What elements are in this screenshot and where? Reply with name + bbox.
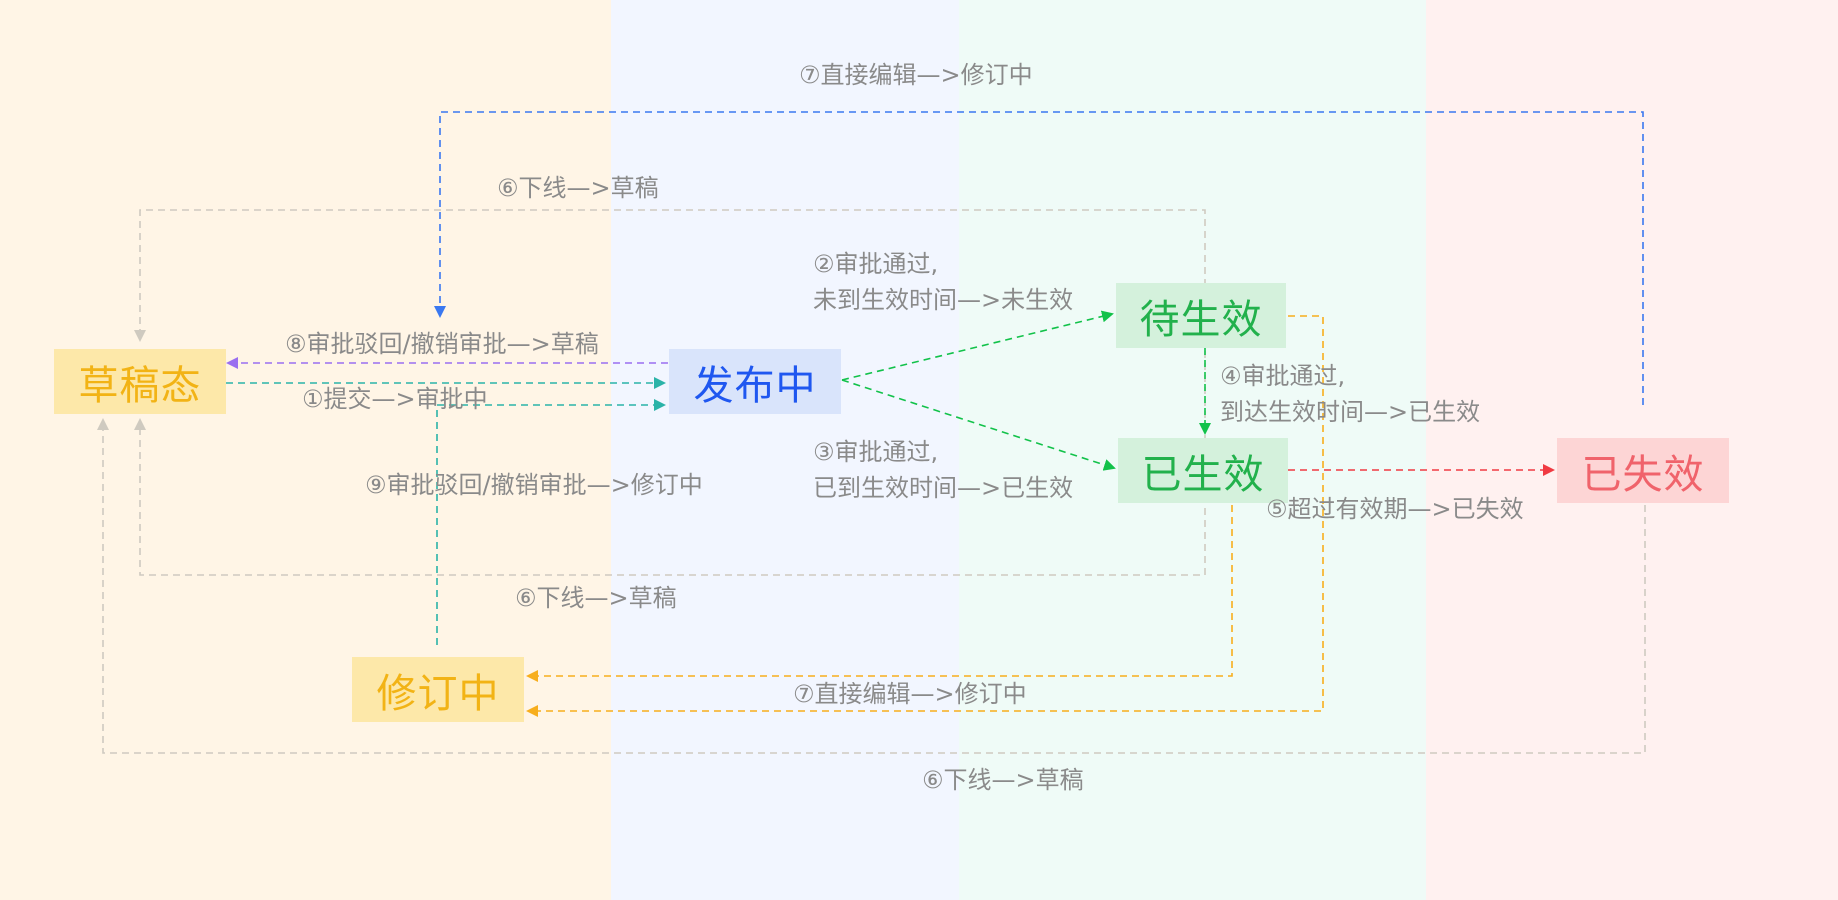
- draft-region-band: [0, 0, 611, 900]
- state-node-pending-label: 待生效: [1139, 296, 1263, 343]
- edge-approve-pending: [841, 310, 1114, 381]
- edge-edit-from-effective: [526, 505, 1233, 682]
- label-approve-pending-line2: 未到生效时间—>未生效: [813, 286, 1074, 314]
- state-node-effective-label: 已生效: [1141, 451, 1265, 498]
- label-approve-pending-line1: ②审批通过,: [813, 250, 939, 278]
- label-approve-effective-line2: 已到生效时间—>已生效: [813, 474, 1074, 502]
- label-offline-bottom: ⑥下线—>草稿: [922, 766, 1084, 794]
- label-expire: ⑤超过有效期—>已失效: [1266, 495, 1524, 523]
- state-node-revising-label: 修订中: [376, 670, 500, 717]
- edge-reject-revising: [436, 399, 666, 645]
- label-edit-bottom: ⑦直接编辑—>修订中: [793, 680, 1027, 708]
- label-pending-effective-line1: ④审批通过,: [1220, 362, 1346, 390]
- state-node-publishing[interactable]: 发布中: [669, 349, 841, 414]
- edge-edit-from-pending: [526, 315, 1324, 717]
- edge-edit-from-expired: [434, 111, 1644, 405]
- label-offline-middle: ⑥下线—>草稿: [515, 584, 677, 612]
- state-node-draft[interactable]: 草稿态: [54, 349, 226, 414]
- edge-offline-bottom: [97, 418, 1646, 754]
- label-approve-effective-line1: ③审批通过,: [813, 438, 939, 466]
- edge-offline-top: [134, 209, 1206, 490]
- state-node-publishing-label: 发布中: [693, 362, 817, 409]
- label-reject-draft: ⑧审批驳回/撤销审批—>草稿: [285, 330, 599, 358]
- label-edit-top: ⑦直接编辑—>修订中: [799, 61, 1033, 89]
- label-submit: ①提交—>审批中: [302, 385, 488, 413]
- label-offline-top: ⑥下线—>草稿: [497, 174, 659, 202]
- state-node-pending[interactable]: 待生效: [1116, 283, 1286, 348]
- state-node-revising[interactable]: 修订中: [352, 657, 524, 722]
- state-node-effective[interactable]: 已生效: [1118, 438, 1288, 503]
- state-node-draft-label: 草稿态: [78, 362, 202, 409]
- publishing-region-band: [611, 0, 959, 900]
- label-pending-effective-line2: 到达生效时间—>已生效: [1220, 398, 1481, 426]
- state-node-expired[interactable]: 已失效: [1557, 438, 1729, 503]
- label-reject-revising: ⑨审批驳回/撤销审批—>修订中: [365, 471, 703, 499]
- state-node-expired-label: 已失效: [1581, 451, 1705, 498]
